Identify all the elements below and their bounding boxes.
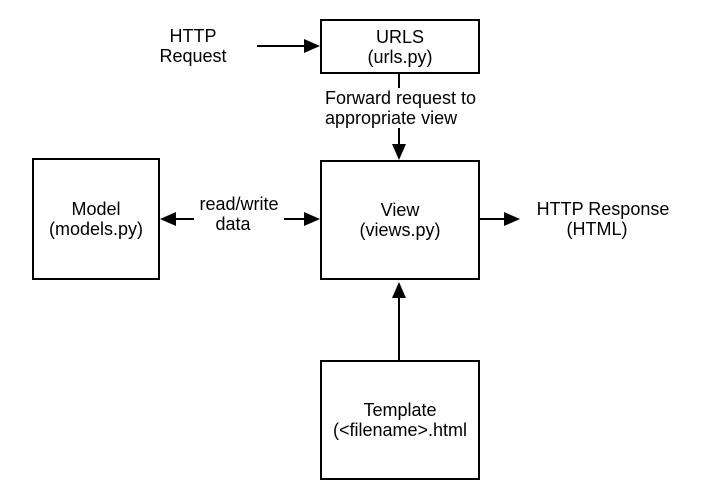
read-write-data-label-line1: read/write	[199, 194, 279, 214]
http-request-to-urls-line	[257, 45, 305, 47]
urls-node: URLS (urls.py)	[320, 19, 480, 74]
view-to-response-line	[480, 218, 504, 220]
model-node-subtitle: (models.py)	[48, 219, 144, 239]
template-to-view-line	[398, 298, 400, 360]
template-node-title: Template	[363, 400, 437, 420]
model-view-arrowhead-right-icon	[304, 212, 320, 226]
view-node-subtitle: (views.py)	[359, 220, 441, 240]
http-response-label: HTTP Response (HTML)	[528, 199, 678, 239]
forward-request-label-line1: Forward request to	[325, 88, 477, 108]
template-node-subtitle: (<filename>.html	[332, 420, 468, 440]
template-to-view-arrowhead-icon	[392, 282, 406, 298]
read-write-data-label: read/write data	[194, 194, 284, 234]
model-view-arrowhead-left-icon	[160, 212, 176, 226]
urls-node-title: URLS	[375, 26, 424, 47]
http-response-label-line2: (HTML)	[566, 219, 628, 239]
http-request-to-urls-arrowhead-icon	[304, 39, 320, 53]
read-write-data-label-line2: data	[215, 214, 251, 234]
view-node: View (views.py)	[320, 160, 480, 280]
urls-to-view-arrowhead-icon	[392, 144, 406, 160]
model-node-title: Model	[71, 199, 121, 219]
http-response-label-line1: HTTP Response	[536, 199, 670, 219]
view-to-response-arrowhead-icon	[504, 212, 520, 226]
model-node: Model (models.py)	[32, 158, 160, 280]
http-request-label-line1: HTTP	[169, 26, 217, 46]
forward-request-label-line2: appropriate view	[325, 108, 458, 128]
template-node: Template (<filename>.html	[320, 360, 480, 480]
view-node-title: View	[380, 200, 420, 220]
forward-request-label: Forward request to appropriate view	[325, 88, 477, 128]
http-request-label: HTTP Request	[145, 26, 241, 66]
urls-node-subtitle: (urls.py)	[367, 46, 433, 67]
http-request-label-line2: Request	[159, 46, 227, 66]
